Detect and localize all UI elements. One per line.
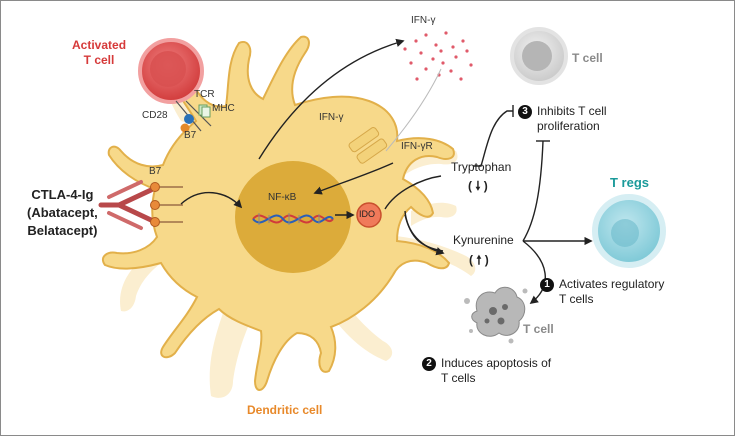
tcell-nucleus xyxy=(522,41,552,71)
tryptophan-decrease: ( 🠗 ) xyxy=(468,179,488,193)
tcell-top-label: T cell xyxy=(572,51,603,65)
b7-left-label: B7 xyxy=(149,166,162,177)
dendritic-cell-label: Dendritic cell xyxy=(247,403,323,417)
tcr-label: TCR xyxy=(194,89,215,100)
ifng-particles xyxy=(403,31,473,81)
ifng-cell-label: IFN-γ xyxy=(319,112,344,123)
ifng-top-label: IFN-γ xyxy=(411,15,436,26)
step-3-badge: 3 xyxy=(518,105,532,119)
mhc-label: MHC xyxy=(212,103,235,114)
activated-tcell-nucleus xyxy=(150,51,186,87)
treg-nucleus xyxy=(611,219,639,247)
ido-enzyme xyxy=(356,202,382,228)
tryptophan-label: Tryptophan xyxy=(451,160,512,174)
ctla4-ig-label: CTLA-4-Ig(Abatacept,Belatacept) xyxy=(27,187,98,238)
pathway-arrows xyxy=(180,38,593,305)
kynurenine-label: Kynurenine xyxy=(453,233,514,247)
nfkb-label: NF-κB xyxy=(268,192,297,203)
ctla4-ig-antibody-icon xyxy=(98,180,154,230)
receptor-complex xyxy=(175,100,212,133)
ido-label: IDO xyxy=(359,209,376,219)
b7-molecules xyxy=(150,182,183,227)
ifngr-label: IFN-γR xyxy=(401,141,433,152)
tcell-apoptotic-label: T cell xyxy=(523,322,554,336)
cd28-label: CD28 xyxy=(142,110,168,121)
kynurenine-increase: ( 🠕 ) xyxy=(469,253,489,267)
ifng-receptor-icon xyxy=(348,127,388,164)
step-2-badge: 2 xyxy=(422,357,436,371)
dna-icon xyxy=(252,213,334,225)
step-1-badge: 1 xyxy=(540,278,554,292)
apoptotic-cell-icon xyxy=(464,286,528,344)
tregs-label: T regs xyxy=(610,175,650,190)
b7-top-label: B7 xyxy=(184,130,197,141)
